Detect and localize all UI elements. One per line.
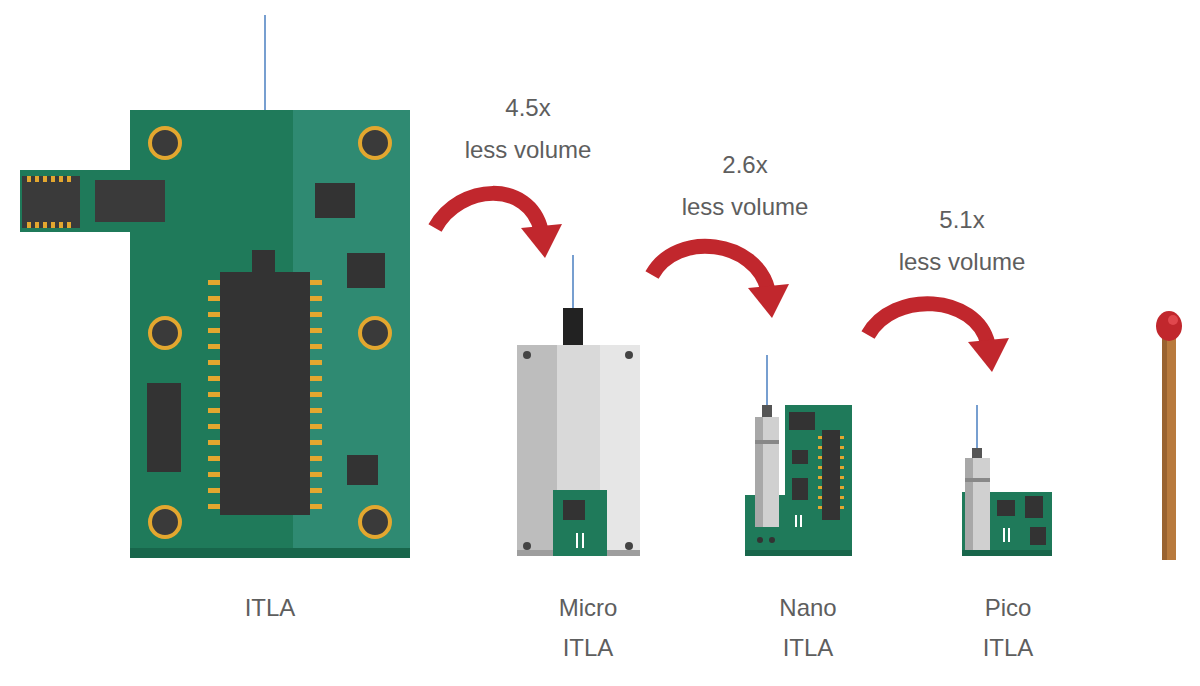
micro-itla-module bbox=[517, 255, 640, 556]
reduction-arrow bbox=[868, 304, 1009, 372]
wrap-spacer bbox=[563, 87, 603, 129]
matchstick bbox=[1156, 311, 1182, 560]
device-name: Micro ITLA bbox=[538, 588, 638, 668]
device-name: Pico ITLA bbox=[958, 588, 1058, 668]
device-name: ITLA bbox=[220, 588, 320, 628]
volume-ratio-label: 2.6x less volume bbox=[670, 144, 820, 228]
volume-ratio-label: 5.1x less volume bbox=[887, 199, 1037, 283]
device-region: Pico ITLA bbox=[940, 372, 1060, 678]
device-region: Micro ITLA bbox=[510, 258, 652, 678]
itla-board bbox=[20, 15, 410, 558]
nano-itla-module bbox=[745, 355, 852, 556]
wrap-spacer bbox=[780, 144, 820, 186]
ratio-text: 5.1x less volume bbox=[899, 206, 1026, 275]
pico-itla-module bbox=[962, 405, 1052, 556]
arrow-body bbox=[652, 246, 768, 290]
wrap-spacer bbox=[453, 87, 493, 129]
arrow-head bbox=[748, 284, 789, 318]
device-region: Nano ITLA bbox=[735, 318, 868, 678]
arrow-body bbox=[435, 193, 541, 230]
reduction-arrow bbox=[652, 246, 789, 318]
reduction-arrow bbox=[435, 193, 562, 258]
device-region: ITLA bbox=[15, 10, 435, 675]
ratio-text: 2.6x less volume bbox=[682, 151, 809, 220]
arrow-head bbox=[968, 338, 1009, 372]
arrow-head bbox=[521, 224, 562, 258]
device-name: Nano ITLA bbox=[758, 588, 858, 668]
wrap-spacer bbox=[997, 199, 1037, 241]
volume-ratio-label: 4.5x less volume bbox=[453, 87, 603, 171]
arrow-body bbox=[868, 304, 988, 344]
wrap-spacer bbox=[887, 199, 927, 241]
wrap-spacer bbox=[670, 144, 710, 186]
ratio-text: 4.5x less volume bbox=[465, 94, 592, 163]
